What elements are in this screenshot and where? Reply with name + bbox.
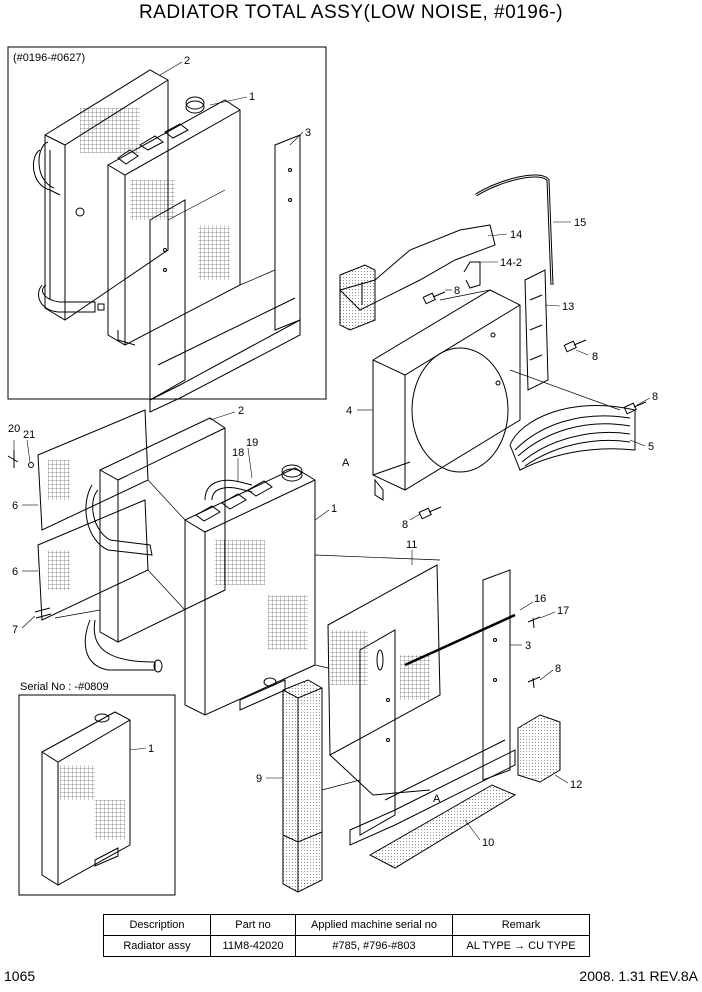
callout: 8 — [592, 351, 598, 363]
parts-table: Description Part no Applied machine seri… — [103, 914, 590, 957]
table-header: Applied machine serial no — [295, 914, 453, 936]
inset-frame-top — [7, 46, 327, 400]
callout: 13 — [562, 301, 574, 313]
callout: 14-2 — [500, 257, 522, 269]
callout: 14 — [510, 229, 522, 241]
callout: 4 — [346, 405, 352, 417]
callout: 8 — [454, 285, 460, 297]
page-number: 1065 — [4, 968, 36, 984]
top-inset-parts — [32, 69, 301, 413]
inset-frame-bottom — [18, 694, 176, 896]
callout: 1 — [148, 743, 154, 755]
callout: 3 — [525, 640, 531, 652]
callout: 6 — [12, 566, 18, 578]
inset-top-label: (#0196-#0627) — [13, 52, 85, 64]
callout: 2 — [238, 405, 244, 417]
inset-bottom-label: Serial No : -#0809 — [20, 681, 109, 693]
callout: 6 — [12, 500, 18, 512]
callout: 1 — [331, 503, 337, 515]
bottom-assembly — [282, 461, 561, 893]
callout: 7 — [12, 624, 18, 636]
page-title: RADIATOR TOTAL ASSY(LOW NOISE, #0196-) — [138, 2, 564, 23]
callout: 8 — [402, 519, 408, 531]
callout: 3 — [305, 127, 311, 139]
revision-stamp: 2008. 1.31 REV.8A — [579, 968, 698, 984]
callout: 8 — [555, 663, 561, 675]
table-header-row: Description Part no Applied machine seri… — [103, 914, 590, 936]
callout: 2 — [184, 55, 190, 67]
callout: 21 — [23, 429, 35, 441]
callout-numbers: 2 1 3 15 14 14-2 8 13 8 8 4 5 A 8 20 21 … — [8, 55, 658, 849]
table-cell: Radiator assy — [103, 935, 211, 957]
bolt-icon — [623, 401, 647, 415]
callout: 17 — [557, 605, 569, 617]
table-cell: #785, #796-#803 — [295, 935, 453, 957]
callout: 8 — [652, 391, 658, 403]
callout: 19 — [246, 437, 258, 449]
callout: 5 — [648, 441, 654, 453]
callout: 18 — [232, 447, 244, 459]
bolt-icon — [422, 291, 446, 305]
callout: 1 — [249, 91, 255, 103]
table-cell: 11M8-42020 — [210, 935, 296, 957]
bottom-inset-parts — [41, 711, 131, 886]
callout: 20 — [8, 423, 20, 435]
callout: 9 — [256, 773, 262, 785]
callout: 12 — [570, 779, 582, 791]
table-header: Description — [103, 914, 211, 936]
shroud-assembly — [339, 174, 647, 520]
callout: 16 — [534, 593, 546, 605]
callout: 15 — [574, 217, 586, 229]
table-cell: AL TYPE → CU TYPE — [452, 935, 590, 957]
table-row: Radiator assy 11M8-42020 #785, #796-#803… — [103, 935, 590, 957]
callout: A — [433, 793, 441, 805]
table-header: Remark — [452, 914, 590, 936]
table-header: Part no — [210, 914, 296, 936]
callout: 10 — [482, 837, 494, 849]
callout: 11 — [406, 539, 417, 551]
connector-lines — [54, 189, 621, 791]
bolt-icon — [563, 339, 587, 353]
bolt-icon — [418, 506, 442, 520]
middle-assembly — [7, 409, 316, 716]
callout-leaders — [13, 61, 651, 841]
callout: A — [342, 457, 350, 469]
